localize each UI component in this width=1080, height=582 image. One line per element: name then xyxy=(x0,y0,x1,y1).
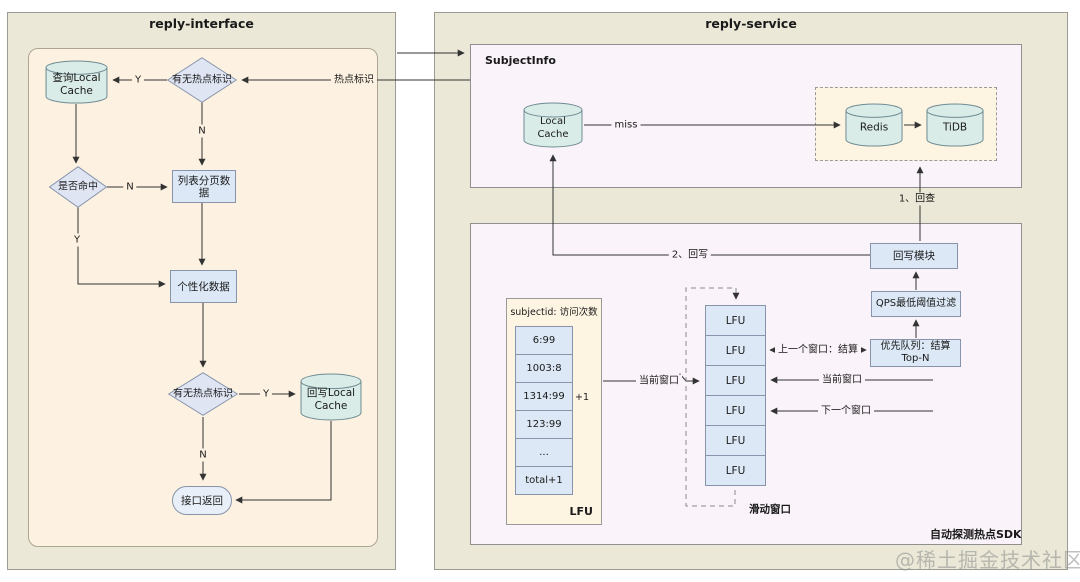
lfu-plus-one-label: +1 xyxy=(575,392,590,403)
list-page-data-label: 列表分页数据 xyxy=(177,174,231,199)
lfu-table-cell: total+1 xyxy=(515,466,573,495)
local-cache-cylinder: Local Cache xyxy=(523,102,583,148)
sliding-window-cell: LFU xyxy=(705,335,766,366)
lfu-table-cell: ... xyxy=(515,438,573,467)
edge-label-n2: N xyxy=(123,180,137,194)
redis-label: Redis xyxy=(859,121,889,134)
sliding-window-cell: LFU xyxy=(705,455,766,486)
has-hot-flag-label-2: 有无热点标识 xyxy=(173,388,233,400)
edge-label-n1: N xyxy=(195,124,209,138)
back-query-edge-label: 1、回查 xyxy=(895,192,939,206)
lfu-table-cell: 123:99 xyxy=(515,410,573,439)
lfu-table-header: subjectid: 访问次数 xyxy=(510,307,598,318)
is-hit-label: 是否命中 xyxy=(58,181,98,193)
edge-label-y3: Y xyxy=(259,387,273,401)
personalized-data-node: 个性化数据 xyxy=(170,270,237,303)
lfu-table-cell: 6:99 xyxy=(515,326,573,355)
subjectinfo-label: SubjectInfo xyxy=(485,54,556,67)
hotspot-sdk-label: 自动探测热点SDK xyxy=(930,528,1022,541)
sliding-window-cell: LFU xyxy=(705,305,766,336)
tidb-cylinder: TiDB xyxy=(926,103,984,147)
reply-service-title: reply-service xyxy=(705,16,797,31)
api-return-label: 接口返回 xyxy=(181,494,223,507)
is-hit-diamond: 是否命中 xyxy=(49,166,107,208)
redis-cylinder: Redis xyxy=(845,103,903,147)
list-page-data-node: 列表分页数据 xyxy=(172,170,236,203)
personalized-data-label: 个性化数据 xyxy=(177,280,230,293)
sliding-window-cell: LFU xyxy=(705,365,766,396)
write-local-cache-label: 回写Local Cache xyxy=(306,386,356,412)
miss-edge-label: miss xyxy=(611,118,641,132)
prev-window-label: 上一个窗口：结算 xyxy=(775,343,861,357)
reply-interface-title: reply-interface xyxy=(149,16,254,31)
edge-label-y1: Y xyxy=(131,73,145,87)
has-hot-flag-diamond-2: 有无热点标识 xyxy=(168,372,238,416)
has-hot-flag-label-1: 有无热点标识 xyxy=(172,74,232,86)
hot-flag-edge-label: 热点标识 xyxy=(331,73,377,87)
lfu-table-cell: 1314:99 xyxy=(515,382,573,411)
lfu-table-cell: 1003:8 xyxy=(515,354,573,383)
priority-queue-node: 优先队列：结算 Top-N xyxy=(870,339,961,367)
api-return-node: 接口返回 xyxy=(172,486,232,515)
priority-queue-label: 优先队列：结算 Top-N xyxy=(880,341,951,364)
sliding-window-cell: LFU xyxy=(705,425,766,456)
sliding-window-label: 滑动窗口 xyxy=(746,503,794,517)
current-window-left-label: 当前窗口 xyxy=(636,374,682,388)
has-hot-flag-diamond-1: 有无热点标识 xyxy=(167,57,237,103)
watermark: @稀土掘金技术社区 xyxy=(895,548,1080,572)
qps-filter-node: QPS最低阈值过滤 xyxy=(871,291,961,317)
next-window-label: 下一个窗口 xyxy=(818,404,874,418)
lfu-table: subjectid: 访问次数 6:99 1003:8 1314:99 123:… xyxy=(506,298,602,525)
write-back-module-node: 回写模块 xyxy=(870,243,958,269)
local-cache-label: Local Cache xyxy=(537,115,569,140)
edge-label-n3: N xyxy=(196,448,210,462)
edge-label-y2: Y xyxy=(70,233,84,247)
lfu-footer-label: LFU xyxy=(569,505,593,518)
qps-filter-label: QPS最低阈值过滤 xyxy=(875,298,957,309)
tidb-label: TiDB xyxy=(942,121,968,134)
current-window-right-label: 当前窗口 xyxy=(819,373,865,387)
write-back-module-label: 回写模块 xyxy=(893,250,935,262)
write-local-cache-cylinder: 回写Local Cache xyxy=(300,373,362,421)
write-back-edge-label: 2、回写 xyxy=(668,248,712,262)
sliding-window-cell: LFU xyxy=(705,395,766,426)
query-local-cache-label: 查询Local Cache xyxy=(52,71,101,97)
query-local-cache-cylinder: 查询Local Cache xyxy=(45,60,108,104)
